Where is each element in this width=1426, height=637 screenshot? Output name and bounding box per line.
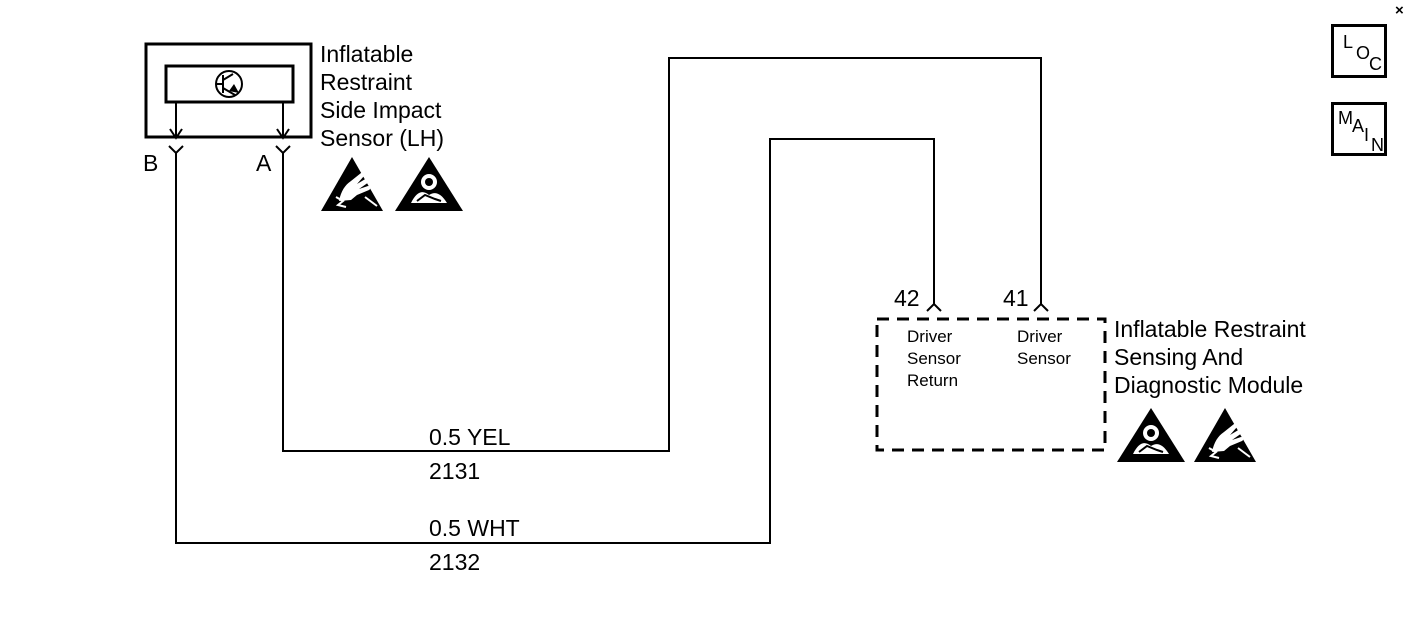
wire-wht-label: 0.5 WHT — [429, 515, 520, 541]
main-letter: A — [1352, 116, 1365, 136]
loc-letter: C — [1369, 54, 1382, 74]
airbag-warning-icon — [1116, 407, 1186, 463]
terminal-41-description: Driver Sensor — [1017, 326, 1071, 370]
main-letter: M — [1338, 108, 1353, 128]
module-name-line: Inflatable Restraint — [1114, 316, 1306, 342]
esd-warning-icon — [320, 156, 384, 212]
loc-letter: L — [1343, 32, 1354, 52]
connector-a-symbol — [275, 145, 291, 155]
sensor-name: Inflatable Restraint Side Impact Sensor … — [320, 40, 444, 152]
transistor-symbol-icon — [215, 70, 243, 98]
connector-b-symbol — [168, 145, 184, 155]
pin-b-label: B — [143, 150, 159, 176]
loc-button[interactable]: L O C — [1331, 24, 1387, 78]
wire-yel-label: 0.5 YEL — [429, 424, 511, 450]
sensor-name-line: Restraint — [320, 69, 413, 95]
close-icon[interactable]: × — [1395, 2, 1404, 19]
sensor-inner-box — [164, 64, 295, 104]
connector-42-symbol — [926, 302, 942, 312]
pin-42-label: 42 — [894, 285, 920, 311]
loc-letter: O — [1356, 43, 1371, 63]
sensor-outer-box — [144, 42, 313, 139]
terminal-42-line: Return — [907, 371, 959, 390]
wire-yel-circuit: 2131 — [429, 458, 481, 484]
module-name-line: Sensing And — [1114, 344, 1244, 370]
terminal-42-line: Driver — [907, 327, 953, 346]
terminal-42-description: Driver Sensor Return — [907, 326, 961, 392]
sensor-name-line: Side Impact — [320, 97, 442, 123]
main-letter: N — [1371, 135, 1384, 155]
pin-a-label: A — [256, 150, 272, 176]
airbag-warning-icon — [394, 156, 464, 212]
pin-41-label: 41 — [1003, 285, 1029, 311]
terminal-41-line: Sensor — [1017, 349, 1071, 368]
main-letter: I — [1364, 125, 1370, 145]
wire-wht-circuit: 2132 — [429, 549, 481, 575]
sensor-name-line: Sensor (LH) — [320, 125, 444, 151]
terminal-41-line: Driver — [1017, 327, 1063, 346]
module-name-line: Diagnostic Module — [1114, 372, 1304, 398]
sensor-name-line: Inflatable — [320, 41, 414, 67]
terminal-42-line: Sensor — [907, 349, 961, 368]
main-button[interactable]: M A I N — [1331, 102, 1387, 156]
wire-yel — [282, 57, 1042, 452]
module-name: Inflatable Restraint Sensing And Diagnos… — [1114, 315, 1306, 399]
esd-warning-icon — [1193, 407, 1257, 463]
wire-wht — [175, 138, 935, 544]
connector-41-symbol — [1033, 302, 1049, 312]
